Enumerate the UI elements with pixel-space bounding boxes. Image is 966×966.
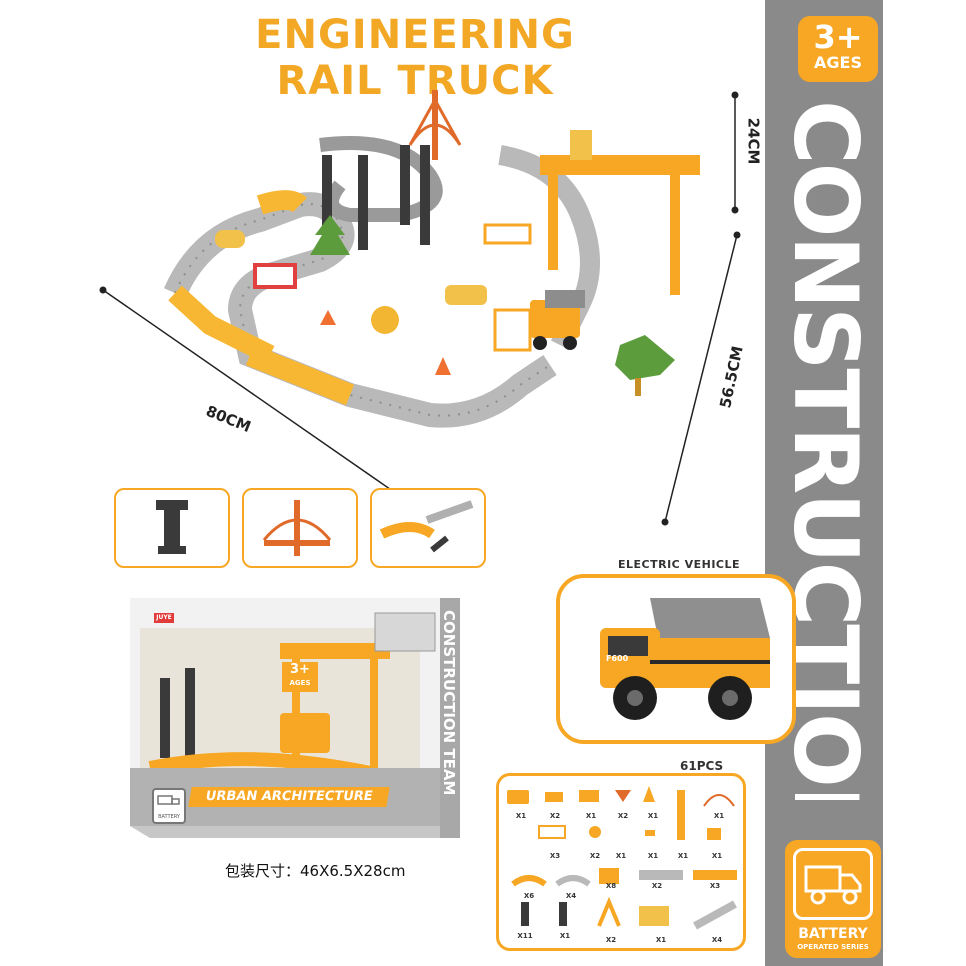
part-count: X2 (605, 936, 617, 944)
box-battery-label: BATTERY (158, 814, 180, 820)
track-set-image (163, 90, 700, 428)
part-count: X4 (711, 936, 723, 944)
part-count: X2 (617, 812, 629, 820)
part-count: X2 (549, 812, 561, 820)
part-count: X6 (523, 892, 535, 900)
part-count: X3 (549, 852, 561, 860)
sidebar-vertical-text: CONSTRUCTION TEAM (785, 100, 865, 800)
part-count: X2 (589, 852, 601, 860)
part-count: X8 (605, 882, 617, 890)
part-count: X1 (585, 812, 597, 820)
part-count: X1 (647, 852, 659, 860)
part-count: X4 (565, 892, 577, 900)
sidebar: CONSTRUCTION TEAM 3+ AGES BATTERY OPERAT… (765, 0, 883, 966)
box-ages-label: AGES (289, 679, 311, 687)
battery-label: BATTERY (798, 926, 868, 942)
package-size: 包装尺寸：46X6.5X28cm (225, 862, 406, 880)
part-count: X1 (677, 852, 689, 860)
box-brand-logo: JUYE (154, 613, 174, 623)
product-title-line2: RAIL TRUCK (276, 58, 554, 104)
battery-sublabel: OPERATED SERIES (797, 943, 869, 951)
part-count: X1 (615, 852, 627, 860)
detail-pillar (114, 488, 230, 568)
box-side-text: CONSTRUCTION TEAM (440, 610, 458, 796)
box-ages-number: 3+ (290, 662, 310, 677)
dimension-height: 24CM (744, 117, 763, 165)
box-battery-icon: BATTERY (152, 788, 186, 824)
part-count: X1 (647, 812, 659, 820)
vehicle-box: F600 (556, 574, 796, 744)
part-count: X11 (517, 932, 533, 940)
box-series-title: URBAN ARCHITECTURE (188, 787, 390, 807)
part-count: X1 (515, 812, 527, 820)
detail-track-ramp (370, 488, 486, 568)
dimension-lines (99, 91, 741, 545)
ages-badge: 3+ AGES (798, 16, 878, 82)
ages-label: AGES (814, 53, 862, 72)
part-count: X1 (711, 852, 723, 860)
product-title-line1: ENGINEERING (255, 12, 575, 58)
part-count: X2 (651, 882, 663, 890)
parts-box: X1 X2 X1 X2 X1 X1 X3 X2 X1 X1 X1 X1 X6 X… (496, 773, 746, 951)
parts-total-label: 61PCS (676, 759, 728, 773)
part-count: X1 (655, 936, 667, 944)
part-count: X1 (559, 932, 571, 940)
truck-icon (793, 848, 873, 920)
battery-badge: BATTERY OPERATED SERIES (785, 840, 881, 958)
box-ages-badge: 3+ AGES (282, 662, 318, 692)
vehicle-model-text: F600 (606, 654, 629, 663)
part-count: X3 (709, 882, 721, 890)
vehicle-label: ELECTRIC VEHICLE (612, 558, 747, 571)
detail-bridge (242, 488, 358, 568)
part-count: X1 (713, 812, 725, 820)
ages-number: 3+ (813, 18, 863, 56)
